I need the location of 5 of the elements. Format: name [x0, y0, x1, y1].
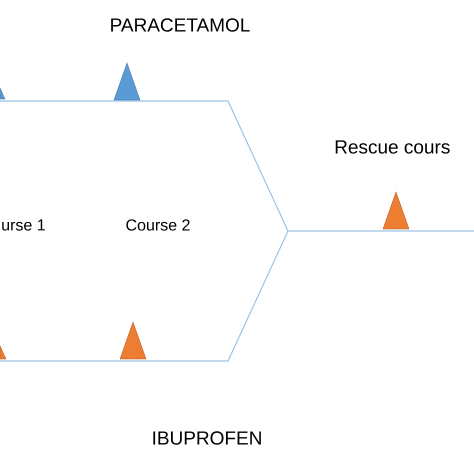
label-text: PARACETAMOL: [111, 18, 250, 32]
label-text: IBUPROFEN: [153, 431, 261, 445]
label-text: Course 2: [126, 219, 190, 231]
label-text: Rescue cours: [336, 140, 450, 154]
label-text: urse 1: [2, 219, 45, 231]
